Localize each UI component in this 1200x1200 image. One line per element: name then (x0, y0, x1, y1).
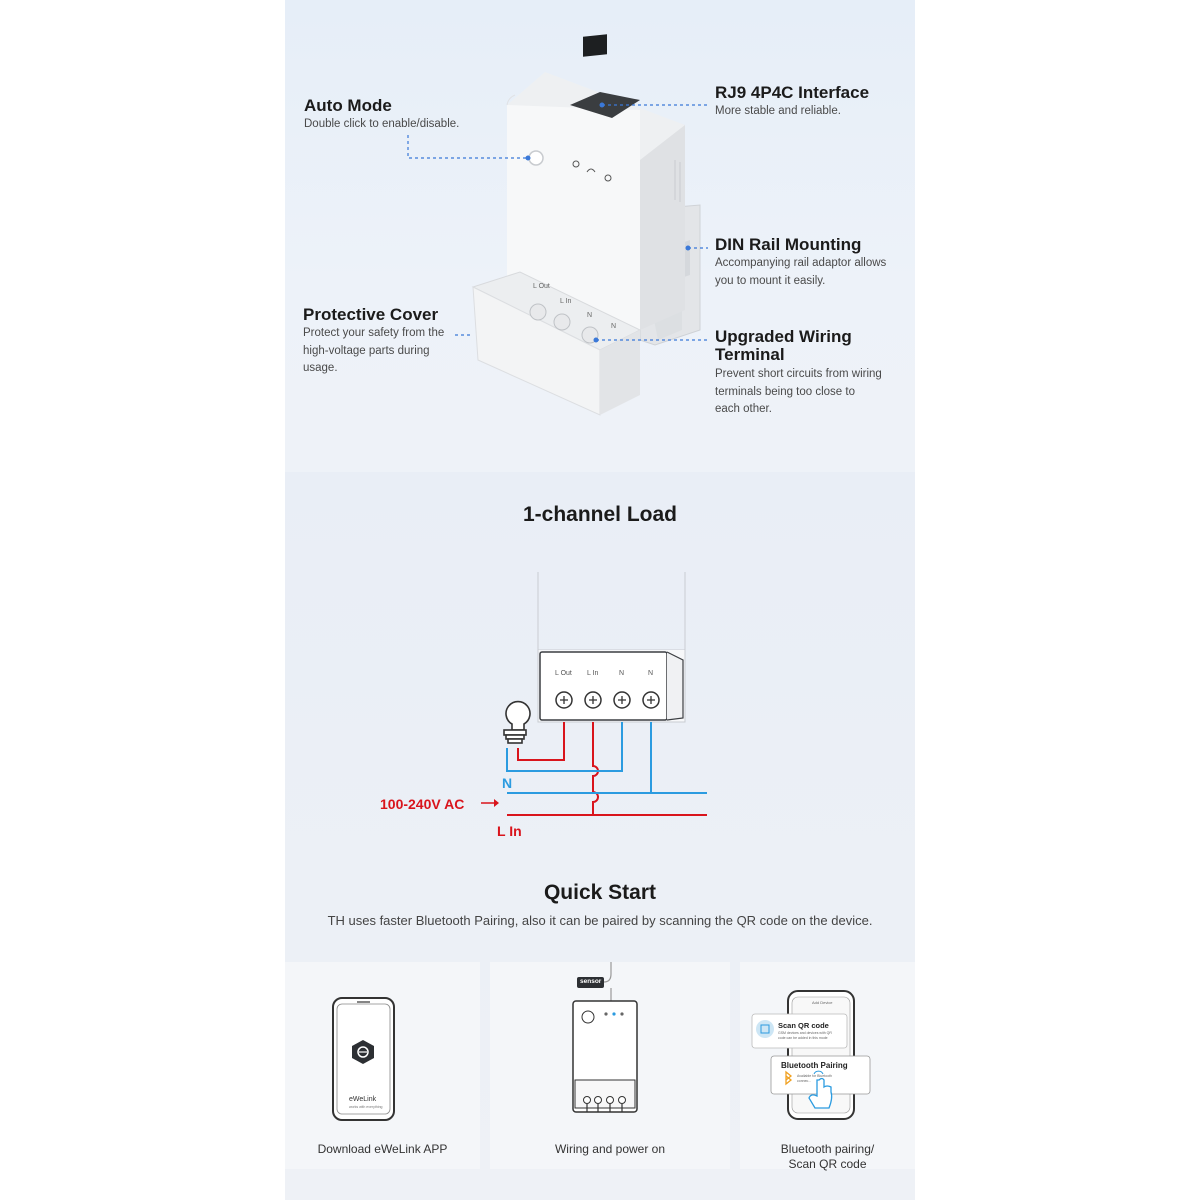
bluetooth-icon (785, 1070, 793, 1086)
bt-pairing-title: Bluetooth Pairing (781, 1061, 848, 1070)
rj9-desc: More stable and reliable. (715, 105, 841, 117)
quick-start-title: Quick Start (543, 881, 657, 904)
ewelink-logo-icon (352, 1040, 374, 1064)
neutral-label: N (502, 775, 513, 791)
ewelink-brand: eWeLink (349, 1096, 377, 1103)
auto-mode-desc: Double click to enable/disable. (304, 118, 460, 130)
label-l-out: L Out (533, 283, 550, 290)
terminal-label-lout: L Out (555, 670, 572, 677)
din-title: DIN Rail Mounting (715, 235, 862, 254)
cover-title: Protective Cover (303, 305, 439, 324)
label-l-in: L In (560, 298, 572, 305)
wiring-desc: Prevent short circuits from wiring termi… (715, 368, 882, 415)
rj9-title: RJ9 4P4C Interface (715, 83, 870, 102)
scan-qr-desc: GSM devices and devices with QR code can… (778, 1031, 832, 1040)
sensor-tag: sensor (580, 978, 602, 985)
step-download-label: Download eWeLink APP (317, 1142, 448, 1156)
scan-qr-title: Scan QR code (778, 1021, 829, 1030)
qr-scan-icon (756, 1020, 774, 1038)
bt-pairing-desc: Available for Bluetooth connec... (797, 1074, 832, 1083)
cover-desc: Protect your safety from the high-voltag… (303, 327, 445, 374)
quick-start-subtitle: TH uses faster Bluetooth Pairing, also i… (327, 913, 873, 928)
din-desc: Accompanying rail adaptor allows you to … (715, 257, 887, 287)
ewelink-tagline: works with everything (349, 1105, 383, 1109)
step-wiring-label: Wiring and power on (554, 1142, 666, 1156)
wiring-title: Upgraded Wiring Terminal (715, 327, 852, 364)
label-n2: N (611, 323, 617, 330)
auto-mode-title: Auto Mode (304, 96, 392, 115)
phone-header: Add Device (812, 1000, 833, 1005)
label-n1: N (587, 312, 593, 319)
terminal-label-n1: N (619, 670, 625, 677)
step-pairing-label: Bluetooth pairing/ Scan QR code (780, 1142, 875, 1171)
voltage-label: 100-240V AC (380, 796, 465, 812)
terminal-label-lin: L In (587, 670, 599, 677)
load-title: 1-channel Load (522, 503, 678, 526)
pointing-hand-icon (808, 1070, 833, 1109)
l-in-label: L In (497, 823, 522, 839)
terminal-label-n2: N (648, 670, 654, 677)
